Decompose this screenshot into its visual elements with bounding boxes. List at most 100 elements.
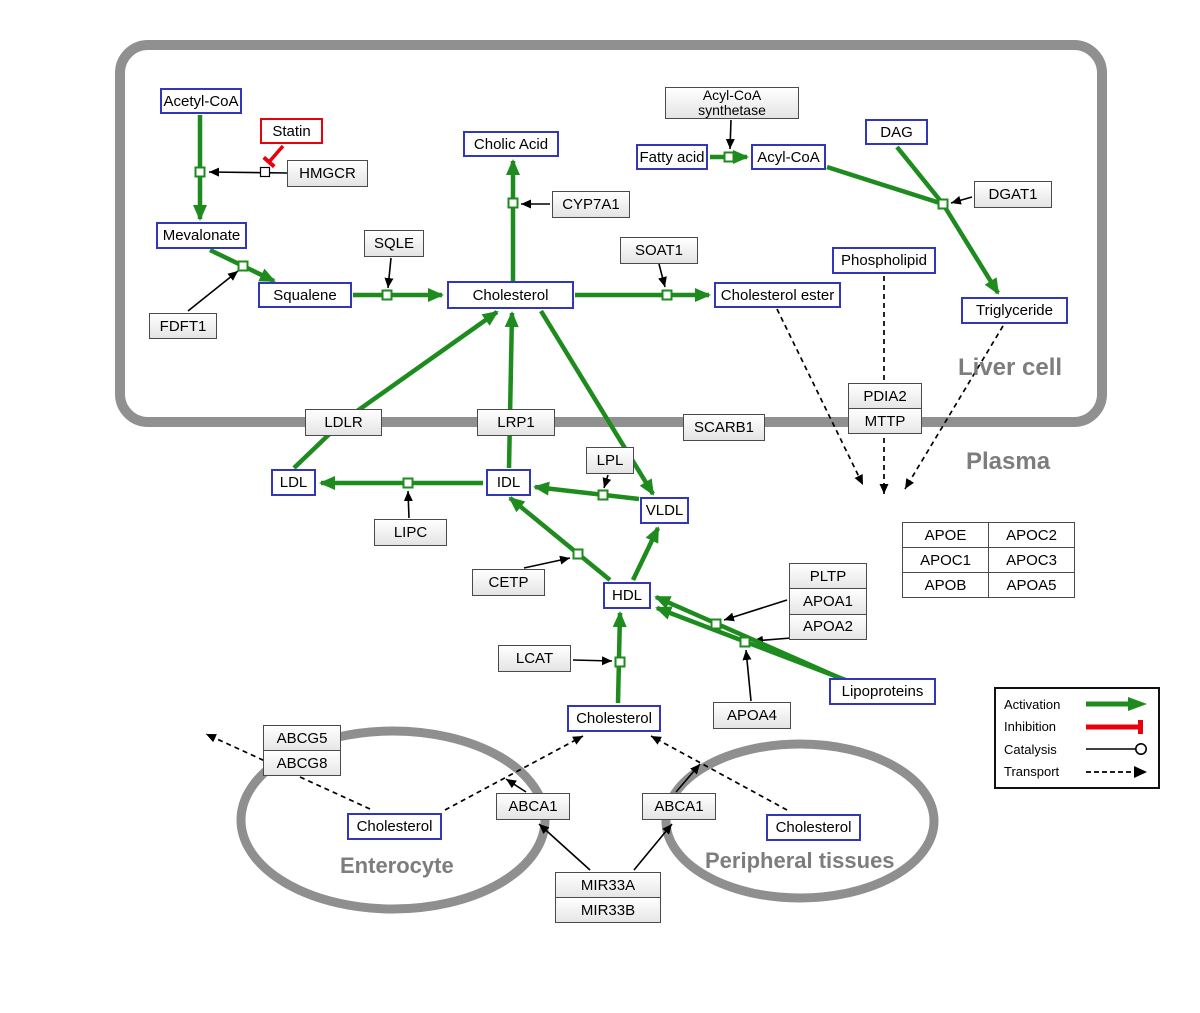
apo-table-cell[interactable]: APOC2: [989, 523, 1075, 548]
node-squalene[interactable]: Squalene: [258, 282, 352, 308]
node-lpl[interactable]: LPL: [586, 447, 634, 474]
edge-mir33-to-abca1-right: [633, 823, 673, 871]
edge-fdft1-catalysis: [187, 270, 239, 312]
edge-sqle-catalysis: [384, 257, 394, 289]
node-scarb1[interactable]: SCARB1: [683, 414, 765, 441]
edge-hdl-to-idl-cetp: [508, 496, 612, 582]
anchor-fdft1: [237, 260, 249, 272]
edge-triglyceride-to-plasma: [904, 325, 1004, 490]
node-ldl[interactable]: LDL: [271, 469, 316, 496]
edge-abca1-right-transport: [675, 763, 701, 793]
apo-table-cell[interactable]: APOC1: [903, 548, 989, 573]
node-abcg8[interactable]: ABCG8: [264, 751, 340, 775]
legend-row-transport: Transport: [1004, 761, 1150, 783]
edge-lipoproteins-to-hdl-lower: [655, 605, 857, 687]
node-dgat1[interactable]: DGAT1: [974, 181, 1052, 208]
node-statin[interactable]: Statin: [260, 118, 323, 144]
anchor-lcat: [614, 656, 626, 668]
edge-ldl-to-cholesterol-ldlr: [292, 310, 499, 470]
liver-cell-label: Liver cell: [958, 354, 1063, 381]
node-acyl-coa-synthetase[interactable]: Acyl-CoA synthetase: [665, 87, 799, 119]
peripheral-tissues-label: Peripheral tissues: [705, 848, 895, 873]
legend-transport-label: Transport: [1004, 764, 1060, 780]
edge-dag-to-junction: [895, 145, 945, 206]
node-cholesterol-plasma[interactable]: Cholesterol: [567, 705, 661, 732]
node-hdl[interactable]: HDL: [603, 582, 651, 609]
anchor-cyp7a1: [507, 197, 519, 209]
node-apoa2[interactable]: APOA2: [790, 614, 866, 639]
node-apoa1[interactable]: APOA1: [790, 589, 866, 615]
stack-pltp-apoa1-apoa2: PLTP APOA1 APOA2: [789, 563, 867, 640]
anchor-sqle: [381, 289, 393, 301]
node-lcat[interactable]: LCAT: [498, 645, 571, 672]
inhibition-tee-icon: [1086, 719, 1143, 734]
node-pdia2[interactable]: PDIA2: [849, 384, 921, 409]
node-cholesterol-enterocyte[interactable]: Cholesterol: [347, 813, 442, 840]
anchor-lipc: [402, 477, 414, 489]
node-triglyceride[interactable]: Triglyceride: [961, 297, 1068, 324]
node-lipc[interactable]: LIPC: [374, 519, 447, 546]
legend-row-activation: Activation: [1004, 693, 1150, 715]
node-mir33b[interactable]: MIR33B: [556, 898, 660, 922]
node-fatty-acid[interactable]: Fatty acid: [636, 144, 708, 170]
node-cholesterol-ester[interactable]: Cholesterol ester: [714, 282, 841, 308]
catalysis-anchors: [194, 151, 949, 668]
anchor-lpl: [597, 489, 609, 501]
node-idl[interactable]: IDL: [486, 469, 531, 496]
plasma-label: Plasma: [966, 448, 1051, 475]
node-phospholipid[interactable]: Phospholipid: [832, 247, 936, 274]
node-cholic-acid[interactable]: Cholic Acid: [463, 131, 559, 157]
edge-lpl-catalysis: [602, 474, 612, 489]
edge-cholesterolester-to-plasma: [776, 308, 864, 486]
edge-hmgcr-catalysis: [208, 167, 289, 177]
node-mttp[interactable]: MTTP: [849, 409, 921, 433]
edge-peripheral-cholesterol-to-plasma: [650, 735, 788, 811]
edge-apoa1-catalysis: [723, 599, 788, 622]
edge-acylcoa-to-triglyceride: [826, 164, 1000, 295]
node-lipoproteins[interactable]: Lipoproteins: [829, 678, 936, 705]
node-sqle[interactable]: SQLE: [364, 230, 424, 257]
acyl-coa-synthetase-line1: Acyl-CoA: [702, 87, 762, 103]
node-abca1-left[interactable]: ABCA1: [496, 793, 570, 820]
node-pltp[interactable]: PLTP: [790, 564, 866, 590]
node-fdft1[interactable]: FDFT1: [149, 313, 217, 339]
node-acyl-coa[interactable]: Acyl-CoA: [751, 144, 826, 170]
edge-soat1-catalysis: [658, 263, 667, 288]
legend-inhibition-label: Inhibition: [1004, 719, 1057, 735]
stack-pdia2-mttp: PDIA2 MTTP: [848, 383, 922, 434]
edge-cholesterol-to-vldl: [539, 309, 655, 496]
edge-lipc-catalysis: [403, 490, 413, 519]
node-cyp7a1[interactable]: CYP7A1: [552, 191, 630, 218]
apo-table-cell[interactable]: APOE: [903, 523, 989, 548]
node-apoa4[interactable]: APOA4: [713, 702, 791, 729]
transport-dashed-arrow-icon: [1086, 765, 1147, 778]
node-vldl[interactable]: VLDL: [640, 497, 689, 524]
node-soat1[interactable]: SOAT1: [620, 237, 698, 264]
acyl-coa-synthetase-line2: synthetase: [698, 102, 766, 118]
node-ldlr[interactable]: LDLR: [305, 409, 382, 436]
apo-table-cell[interactable]: APOB: [903, 573, 989, 598]
node-cholesterol-peripheral[interactable]: Cholesterol: [766, 814, 861, 841]
node-cetp[interactable]: CETP: [472, 569, 545, 596]
node-lrp1[interactable]: LRP1: [477, 409, 555, 436]
node-abcg5[interactable]: ABCG5: [264, 726, 340, 751]
node-mir33a[interactable]: MIR33A: [556, 873, 660, 898]
apo-table-cell[interactable]: APOA5: [989, 573, 1075, 598]
edge-idl-to-cholesterol-lrp1: [504, 311, 519, 469]
node-mevalonate[interactable]: Mevalonate: [156, 222, 247, 249]
node-abca1-right[interactable]: ABCA1: [642, 793, 716, 820]
node-acetyl-coa[interactable]: Acetyl-CoA: [160, 88, 242, 114]
legend-row-inhibition: Inhibition: [1004, 716, 1150, 738]
edge-apoa4-catalysis: [742, 649, 752, 702]
node-cholesterol-liver[interactable]: Cholesterol: [447, 281, 574, 309]
edge-cetp-catalysis: [523, 555, 571, 569]
node-dag[interactable]: DAG: [865, 119, 928, 145]
apo-table-cell[interactable]: APOC3: [989, 548, 1075, 573]
legend: Activation Inhibition Catalysis Transpor…: [994, 687, 1160, 789]
edge-lcat-catalysis: [572, 656, 613, 666]
legend-catalysis-label: Catalysis: [1004, 741, 1057, 757]
edge-acylcoasynthetase-catalysis: [725, 119, 735, 150]
liver-cell-membrane: [115, 40, 1107, 427]
node-hmgcr[interactable]: HMGCR: [287, 160, 368, 187]
